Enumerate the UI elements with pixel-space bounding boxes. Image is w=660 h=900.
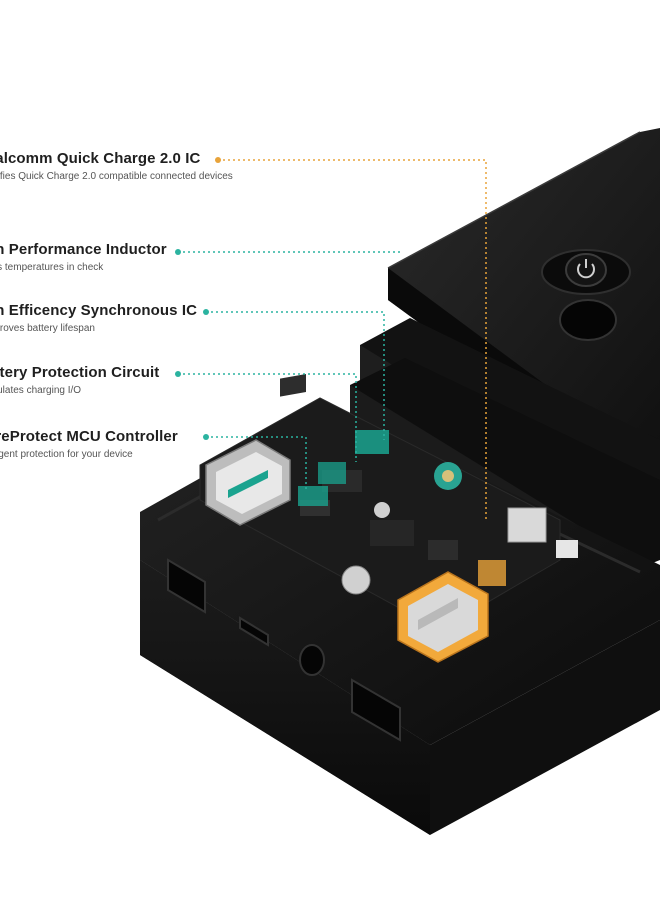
- feature-protection-circuit: attery Protection Circuit egulates charg…: [0, 364, 159, 396]
- feature-synchronous-ic: gh Efficency Synchronous IC mproves batt…: [0, 302, 197, 334]
- feature-title: tireProtect MCU Controller: [0, 428, 178, 445]
- quick-charge-usb-port-icon: [397, 571, 489, 663]
- feature-title: gh Performance Inductor: [0, 241, 167, 258]
- feature-desc: eps temperatures in check: [0, 262, 104, 273]
- usb-c-port-icon: [239, 616, 269, 647]
- power-button-icon: [541, 249, 631, 341]
- feature-desc: egulates charging I/O: [0, 385, 82, 396]
- feature-desc: ertifies Quick Charge 2.0 compatible con…: [0, 171, 233, 182]
- circuit-board: [199, 374, 578, 631]
- feature-desc: elligent protection for your device: [0, 449, 133, 460]
- sync-ic-chip: [318, 462, 346, 484]
- feature-title: attery Protection Circuit: [0, 364, 160, 381]
- mcu-chip: [298, 486, 328, 506]
- protection-chip: [355, 430, 389, 454]
- feature-title: ualcomm Quick Charge 2.0 IC: [0, 150, 201, 167]
- usb-port-icon: [205, 439, 291, 526]
- usb-port-icon: [167, 558, 206, 614]
- feature-desc: mproves battery lifespan: [0, 323, 95, 334]
- feature-title: gh Efficency Synchronous IC: [0, 302, 198, 319]
- quick-charge-chip: [478, 560, 506, 586]
- feature-mcu-controller: tireProtect MCU Controller elligent prot…: [0, 428, 178, 460]
- usb-port-icon: [351, 678, 401, 742]
- dc-port-icon: [299, 644, 325, 676]
- feature-quick-charge: ualcomm Quick Charge 2.0 IC ertifies Qui…: [0, 150, 233, 182]
- callout-lines: [175, 157, 487, 520]
- feature-inductor: gh Performance Inductor eps temperatures…: [0, 241, 167, 273]
